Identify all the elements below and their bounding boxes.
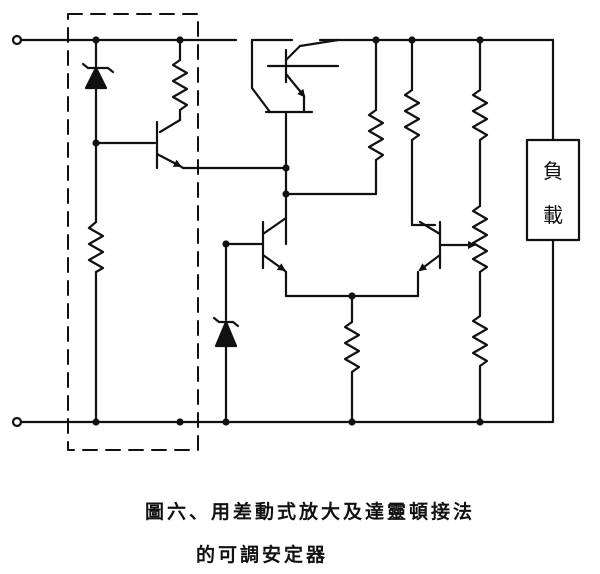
figure-caption-line-1: 圖六、用差動式放大及達靈頓接法 <box>144 501 475 523</box>
load-label-char-1: 負 <box>543 159 563 183</box>
junction-dots <box>92 36 484 426</box>
reference-zener-diode <box>81 38 115 145</box>
darlington-transistors <box>250 38 340 246</box>
tail-resistor <box>284 294 420 424</box>
load-label-char-2: 載 <box>543 203 563 227</box>
diff-pair-right-transistor <box>416 220 476 298</box>
dashed-reference-box <box>67 13 199 451</box>
input-terminal-bottom <box>11 416 23 428</box>
bias-zener-diode <box>212 242 240 424</box>
sense-resistor <box>403 38 437 227</box>
bias-resistor <box>158 38 189 134</box>
reference-transistor <box>94 120 288 170</box>
voltage-divider <box>471 38 489 424</box>
diff-pair-left-transistor <box>224 216 288 298</box>
figure-caption-line-2: 的可調安定器 <box>195 544 328 566</box>
load-box <box>525 38 581 424</box>
collector-resistor <box>284 38 385 196</box>
reference-resistor <box>87 141 105 424</box>
input-terminal-top <box>11 34 23 46</box>
